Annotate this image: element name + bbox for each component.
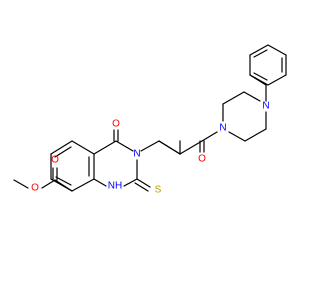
bond-pip-6 xyxy=(228,131,246,142)
bond-ph-2 xyxy=(249,44,269,56)
bond-ph-6 xyxy=(249,74,269,86)
bond-amide-c-n xyxy=(201,131,218,142)
bond-ph-3 xyxy=(267,44,287,56)
atom-ester-o-carbonyl: O xyxy=(51,155,59,166)
bond-b3 xyxy=(71,140,95,155)
bond-o-ester-c xyxy=(41,179,56,189)
atom-thione-s: S xyxy=(155,185,162,196)
bond-ph-6-inner xyxy=(253,72,268,81)
bond-b4 xyxy=(50,140,73,155)
atom-ring-nh: NH xyxy=(108,181,122,192)
bond-ph-5 xyxy=(267,74,287,86)
bond-b4-inner xyxy=(54,146,72,158)
bond-chain-co xyxy=(158,140,181,155)
molecule-canvas: O O NH N S O O N N xyxy=(13,44,287,196)
atom-ring-n3: N xyxy=(133,149,140,160)
bond-b1 xyxy=(71,178,95,192)
atom-piperazine-n4: N xyxy=(262,101,269,112)
atom-ester-o-ether: O xyxy=(31,183,39,194)
bond-b6-inner xyxy=(55,176,72,186)
bond-c2-s xyxy=(136,178,151,188)
bond-pip-2 xyxy=(222,91,245,105)
atom-amide-o: O xyxy=(198,154,206,165)
bond-pip-3 xyxy=(243,91,261,102)
bond-b6 xyxy=(50,178,73,192)
atom-ring-c4-o: O xyxy=(112,119,120,130)
bond-methyl-o xyxy=(13,179,29,189)
molecule-structure: O O NH N S O O N N xyxy=(13,44,287,196)
bond-c2-n1 xyxy=(123,178,138,187)
bond-ph-2-inner xyxy=(253,49,268,58)
bond-pip-5 xyxy=(244,128,267,142)
bond-n3-ch2 xyxy=(140,140,160,152)
bond-c4a-c4 xyxy=(93,140,117,155)
bond-chain-co-2 xyxy=(179,140,203,155)
bond-n1-c8a xyxy=(93,178,107,187)
atom-piperazine-n1: N xyxy=(219,123,226,134)
bond-c4-n3 xyxy=(115,140,134,152)
bond-c2-s-2 xyxy=(134,182,149,192)
